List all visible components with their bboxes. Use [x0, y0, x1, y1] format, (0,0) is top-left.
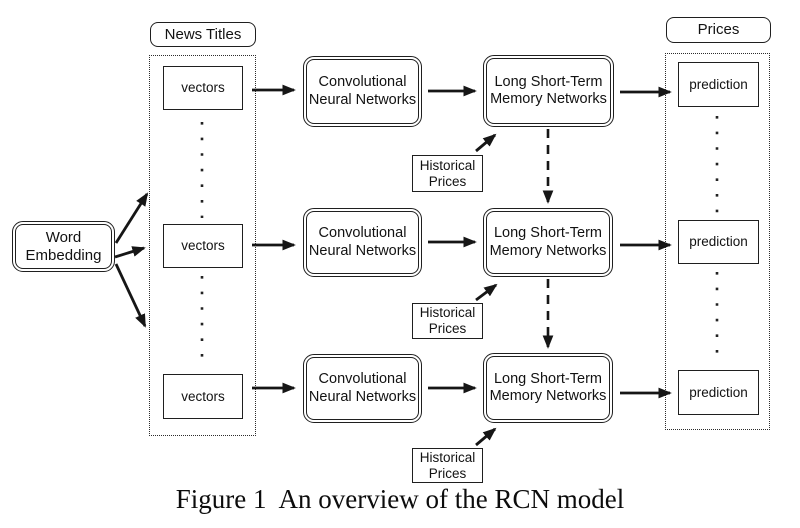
news-titles-header: News Titles	[150, 22, 256, 47]
vectors-node-3: vectors	[163, 374, 243, 419]
vectors-node-2: vectors	[163, 224, 243, 268]
arrow-historical-prices1-to-lstm1	[475, 133, 497, 153]
word-embedding-node: Word Embedding	[12, 221, 115, 272]
arrow-historical-prices3-to-lstm3	[475, 427, 497, 447]
arrow-historical-prices2-to-lstm2	[475, 283, 498, 302]
lstm-node-1: Long Short-Term Memory Networks	[483, 55, 614, 127]
historical-prices-node-1: Historical Prices	[412, 155, 483, 192]
historical-prices-node-3: Historical Prices	[412, 448, 483, 483]
prices-header: Prices	[666, 17, 771, 43]
arrow-word-embedding-to-titles-mid	[114, 246, 146, 259]
prediction-node-1: prediction	[678, 62, 759, 107]
prediction-node-2: prediction	[678, 220, 759, 264]
arrow-word-embedding-to-titles-top	[114, 192, 149, 244]
lstm-node-2: Long Short-Term Memory Networks	[483, 208, 613, 277]
cnn-node-2: Convolutional Neural Networks	[303, 208, 422, 277]
historical-prices-node-2: Historical Prices	[412, 303, 483, 339]
lstm-node-3: Long Short-Term Memory Networks	[483, 353, 613, 423]
cnn-node-3: Convolutional Neural Networks	[303, 354, 422, 423]
arrow-word-embedding-to-titles-bottom	[114, 263, 147, 328]
vectors-node-1: vectors	[163, 66, 243, 110]
cnn-node-1: Convolutional Neural Networks	[303, 56, 422, 127]
prediction-node-3: prediction	[678, 370, 759, 415]
figure-caption: Figure 1 An overview of the RCN model	[175, 484, 625, 514]
